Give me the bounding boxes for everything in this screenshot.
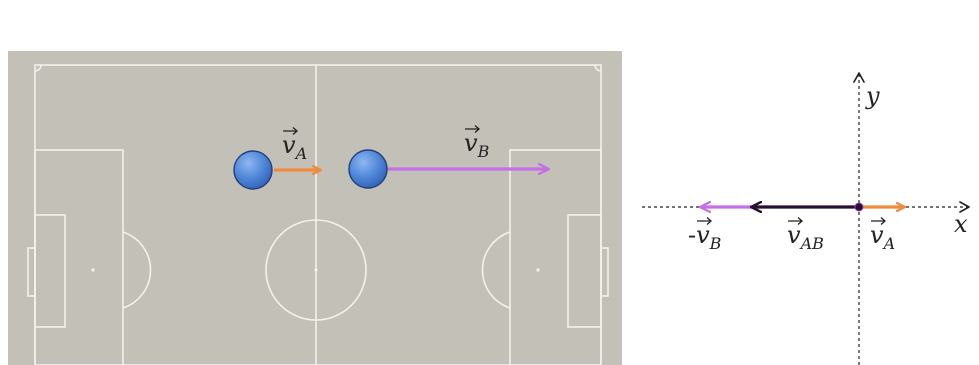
y-axis-label: y (865, 82, 880, 110)
coordinate-axes: x y (642, 72, 970, 365)
relative-velocity-ab-label: vAB (787, 221, 824, 253)
relative-velocity-ab-symbol: v (787, 221, 801, 249)
center-spot (314, 268, 318, 272)
velocity-b-subscript: B (477, 142, 490, 161)
velocity-a-axis-label: vA (870, 221, 895, 253)
soccer-field (8, 51, 622, 365)
left-goal (27, 247, 36, 297)
ball-b (348, 149, 388, 189)
corner-mark (34, 64, 42, 72)
velocity-a-axis-symbol: v (870, 221, 884, 249)
right-goal (600, 247, 609, 297)
origin-point (854, 202, 864, 212)
vector-overarrow (697, 217, 712, 225)
right-penalty-arc (481, 231, 511, 309)
ball-a-group: vA (233, 127, 320, 190)
vector-overarrow (871, 217, 886, 225)
vector-overarrow (465, 125, 480, 133)
vector-overarrow (788, 217, 803, 225)
field-surface (8, 51, 622, 365)
corner-mark (594, 64, 602, 72)
neg-sign: - (688, 221, 696, 249)
neg-velocity-b-subscript: B (709, 234, 722, 253)
vector-overarrow (283, 127, 298, 135)
velocity-a-symbol: v (282, 131, 296, 159)
relative-velocity-ab-subscript: AB (799, 234, 825, 253)
right-penalty-spot (536, 268, 540, 272)
relative-velocity-diagram: -vB vAB vA (688, 203, 904, 253)
left-penalty-spot (91, 268, 95, 272)
velocity-b-symbol: v (464, 129, 478, 157)
ball-b-group: vB (348, 125, 548, 189)
velocity-label-a: vA (282, 131, 307, 163)
velocity-a-subscript: A (294, 144, 308, 163)
left-penalty-arc (122, 231, 152, 309)
center-circle (265, 219, 367, 321)
velocity-label-b: vB (464, 129, 490, 161)
x-axis-label: x (954, 210, 968, 238)
neg-velocity-b-label: -vB (688, 221, 722, 253)
velocity-a-axis-subscript: A (882, 234, 896, 253)
neg-velocity-b-symbol: v (696, 221, 710, 249)
ball-a (233, 150, 273, 190)
